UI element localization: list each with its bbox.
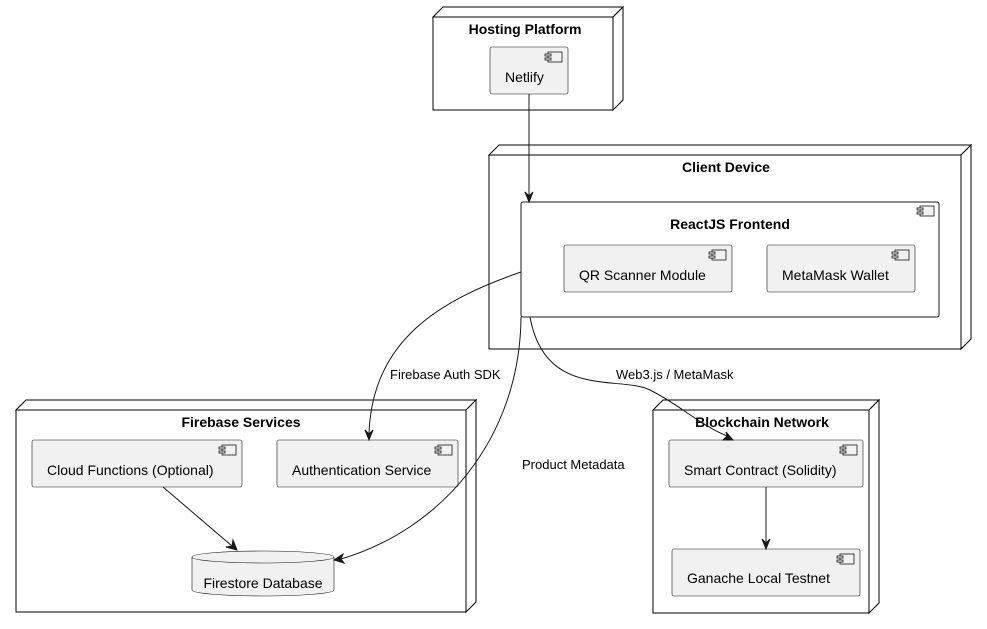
qr-scanner-label: QR Scanner Module [579, 267, 706, 283]
netlify-label: Netlify [505, 69, 544, 85]
reactjs-frontend-component: ReactJS Frontend QR Scanner Module MetaM… [520, 201, 940, 318]
component-icon [708, 249, 727, 261]
metamask-wallet-component: MetaMask Wallet [766, 244, 916, 293]
hosting-platform-title: Hosting Platform [469, 21, 582, 37]
blockchain-network-title: Blockchain Network [695, 414, 829, 430]
cloud-functions-label: Cloud Functions (Optional) [47, 462, 214, 478]
edge-label-auth-sdk: Firebase Auth SDK [390, 367, 501, 382]
component-icon [916, 205, 935, 217]
blockchain-network-node: Blockchain Network Smart Contract (Solid… [651, 398, 881, 615]
qr-scanner-component: QR Scanner Module [563, 244, 733, 293]
edge-frontend-to-smart-contract [529, 316, 735, 441]
netlify-component: Netlify [489, 46, 569, 95]
firestore-database: Firestore Database [191, 550, 335, 597]
component-icon [839, 444, 858, 456]
smart-contract-label: Smart Contract (Solidity) [684, 462, 836, 478]
metamask-wallet-label: MetaMask Wallet [782, 267, 889, 283]
client-device-title: Client Device [682, 159, 770, 175]
edge-label-product-metadata: Product Metadata [522, 457, 625, 472]
edge-frontend-to-firestore [332, 316, 522, 564]
authentication-service-component: Authentication Service [276, 439, 459, 488]
ganache-component: Ganache Local Testnet [671, 548, 861, 597]
component-icon [218, 444, 237, 456]
smart-contract-component: Smart Contract (Solidity) [668, 439, 864, 488]
client-device-node: Client Device ReactJS Frontend QR Scanne… [487, 143, 973, 351]
component-icon [544, 51, 563, 63]
hosting-platform-node: Hosting Platform Netlify [431, 5, 625, 112]
edge-smart-contract-to-ganache [761, 487, 771, 551]
component-icon [836, 553, 855, 565]
component-icon [434, 444, 453, 456]
edge-label-web3: Web3.js / MetaMask [616, 367, 734, 382]
ganache-label: Ganache Local Testnet [687, 570, 830, 586]
firestore-database-label: Firestore Database [203, 575, 322, 591]
firebase-services-title: Firebase Services [181, 414, 300, 430]
edge-netlify-to-frontend [524, 94, 534, 204]
firebase-services-node: Firebase Services Cloud Functions (Optio… [14, 398, 478, 614]
component-icon [891, 249, 910, 261]
authentication-service-label: Authentication Service [292, 462, 432, 478]
reactjs-frontend-title: ReactJS Frontend [670, 216, 790, 232]
cloud-functions-component: Cloud Functions (Optional) [31, 439, 243, 488]
edge-cloud-functions-to-firestore [162, 486, 238, 551]
edge-frontend-to-auth [364, 271, 522, 442]
